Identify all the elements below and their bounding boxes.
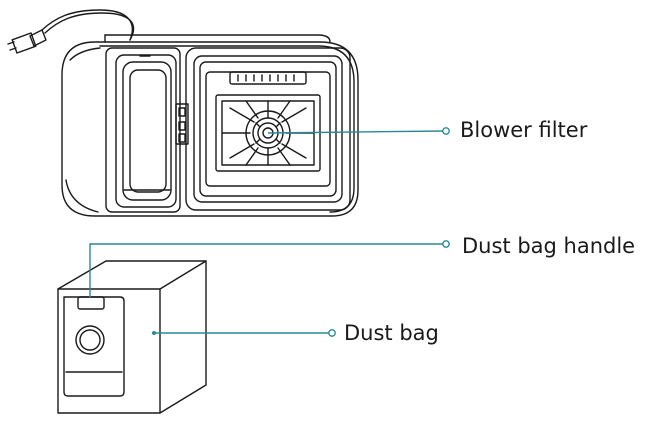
blower-filter-leader-line xyxy=(267,130,445,134)
dust-bag-label: Dust bag xyxy=(344,321,439,345)
dust-bag-port xyxy=(75,325,105,355)
dust-bag-anchor-dot xyxy=(152,331,156,335)
base-station xyxy=(61,34,359,217)
blower-filter-callout-dot xyxy=(442,127,450,135)
power-cord xyxy=(7,9,135,54)
blower-filter-label: Blower filter xyxy=(460,118,588,142)
dust-bag-handle-leader-line xyxy=(89,243,444,298)
bin-door xyxy=(105,47,189,213)
dust-bag xyxy=(57,260,207,414)
dust-bag-handle-label: Dust bag handle xyxy=(462,234,636,258)
dust-bag-callout-dot xyxy=(328,329,336,337)
blower-chamber xyxy=(185,47,351,211)
dust-bag-handle-callout-dot xyxy=(442,240,450,248)
dust-bag-handle xyxy=(77,296,105,310)
